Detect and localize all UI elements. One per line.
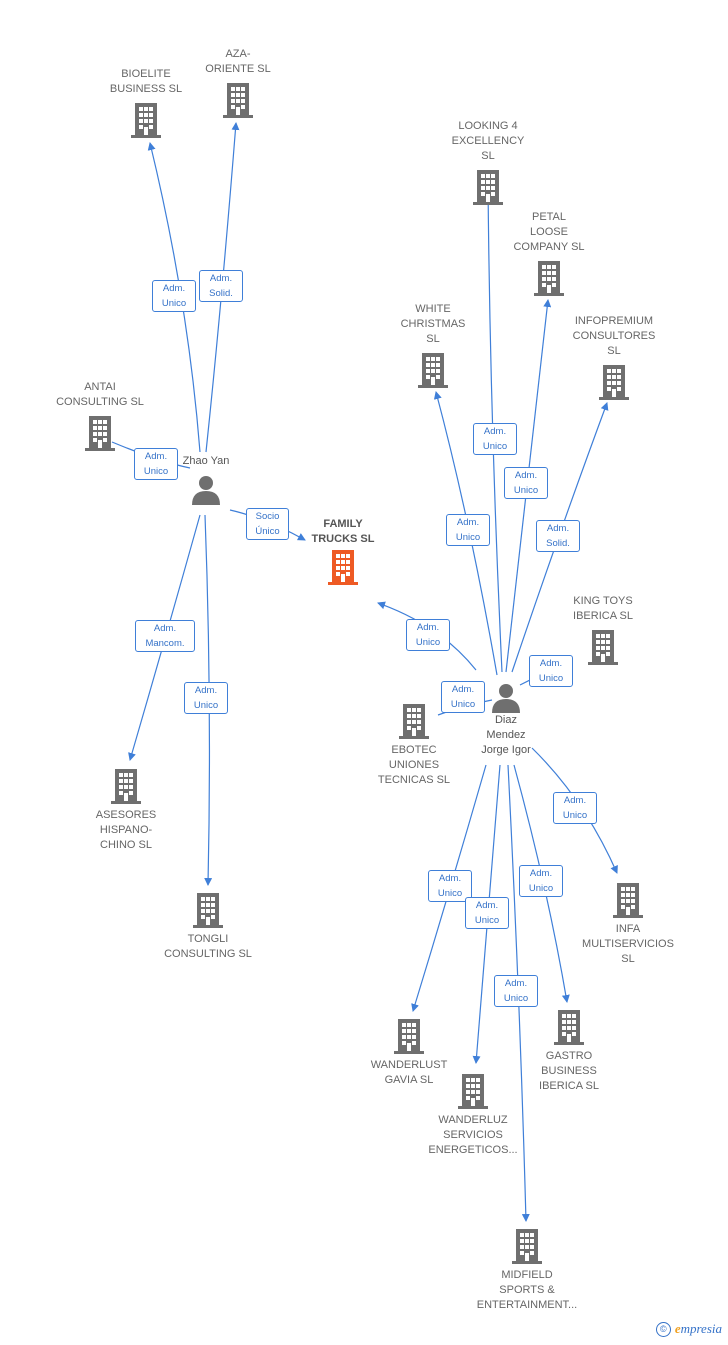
relation-badge-family-zhao[interactable]: Socio Único [246,508,289,540]
building-icon [85,416,115,451]
company-label: WHITE CHRISTMAS SL [400,303,466,345]
person-zhao-label: Zhao Yan [182,455,230,467]
company-label: INFA MULTISERVICIOS SL [582,923,674,965]
relation-badge-petal[interactable]: Adm. Unico [504,467,548,499]
building-icon [599,365,629,400]
relation-badge-white[interactable]: Adm. Unico [446,514,490,546]
building-icon [418,353,448,388]
company-infa[interactable]: INFA MULTISERVICIOS SL [568,883,688,967]
building-icon [131,103,161,138]
footer-brand: © empresia [655,1321,722,1337]
relation-badge-tongli[interactable]: Adm. Unico [184,682,228,714]
company-label: EBOTEC UNIONES TECNICAS SL [377,744,451,786]
relation-badge-aza[interactable]: Adm. Solid. [199,270,243,302]
person-icon [192,476,220,505]
building-icon [588,630,618,665]
relation-badge-antai[interactable]: Adm. Unico [134,448,178,480]
building-icon [111,769,141,804]
company-label: AZA- ORIENTE SL [205,48,271,75]
relation-badge-wanderluz[interactable]: Adm. Unico [465,897,509,929]
company-label: GASTRO BUSINESS IBERICA SL [539,1050,599,1092]
main-company-node[interactable]: FAMILY TRUCKS SL [293,517,393,585]
relation-badge-wanderlust[interactable]: Adm. Unico [428,870,472,902]
relation-badge-asesores[interactable]: Adm. Mancom. [135,620,195,652]
company-label: WANDERLUZ SERVICIOS ENERGETICOS... [428,1114,518,1156]
company-gastro[interactable]: GASTRO BUSINESS IBERICA SL [509,1010,629,1094]
relation-badge-looking[interactable]: Adm. Unico [473,423,517,455]
relation-badge-gastro[interactable]: Adm. Unico [519,865,563,897]
building-icon [394,1019,424,1054]
company-white-christmas[interactable]: WHITE CHRISTMAS SL [383,302,483,388]
company-petal[interactable]: PETAL LOOSE COMPANY SL [499,210,599,296]
building-icon [512,1229,542,1264]
company-label: TONGLI CONSULTING SL [164,933,252,960]
person-diaz-mendez[interactable]: Diaz Mendez Jorge Igor [466,683,546,758]
company-wanderlust[interactable]: WANDERLUST GAVIA SL [349,1019,469,1088]
relation-badge-ebotec[interactable]: Adm. Unico [441,681,485,713]
relation-badge-midfield[interactable]: Adm. Unico [494,975,538,1007]
building-icon [458,1074,488,1109]
company-aza-oriente[interactable]: AZA- ORIENTE SL [188,47,288,118]
company-label: LOOKING 4 EXCELLENCY SL [451,120,525,162]
company-label: PETAL LOOSE COMPANY SL [513,211,585,253]
company-label: MIDFIELD SPORTS & ENTERTAINMENT... [476,1269,578,1311]
person-zhao-yan[interactable]: Zhao Yan [166,454,246,505]
relation-badge-family-diaz[interactable]: Adm. Unico [406,619,450,651]
company-bioelite[interactable]: BIOELITE BUSINESS SL [96,67,196,138]
relation-badge-bioelite[interactable]: Adm. Unico [152,280,196,312]
relation-badge-kingtoys[interactable]: Adm. Unico [529,655,573,687]
company-label: ANTAI CONSULTING SL [56,381,144,408]
relation-badge-infa[interactable]: Adm. Unico [553,792,597,824]
company-king-toys[interactable]: KING TOYS IBERICA SL [553,594,653,665]
building-icon [399,704,429,739]
company-looking4[interactable]: LOOKING 4 EXCELLENCY SL [438,119,538,205]
building-icon [534,261,564,296]
company-infopremium[interactable]: INFOPREMIUM CONSULTORES SL [556,314,672,400]
company-label: KING TOYS IBERICA SL [573,595,633,622]
company-label: BIOELITE BUSINESS SL [109,68,183,95]
copyright-icon: © [655,1321,671,1337]
building-icon [554,1010,584,1045]
company-antai[interactable]: ANTAI CONSULTING SL [40,380,160,451]
company-ebotec[interactable]: EBOTEC UNIONES TECNICAS SL [354,704,474,788]
brand-logo: empresia [674,1321,722,1336]
company-tongli[interactable]: TONGLI CONSULTING SL [148,893,268,962]
building-icon [473,170,503,205]
building-icon [223,83,253,118]
company-asesores[interactable]: ASESORES HISPANO- CHINO SL [76,769,176,853]
person-icon [492,684,520,713]
company-label: ASESORES HISPANO- CHINO SL [95,809,157,851]
relation-badge-infopremium[interactable]: Adm. Solid. [536,520,580,552]
person-diaz-label: Diaz Mendez Jorge Igor [481,714,531,756]
company-midfield[interactable]: MIDFIELD SPORTS & ENTERTAINMENT... [462,1229,592,1313]
company-label: WANDERLUST GAVIA SL [370,1059,448,1086]
main-company-label: FAMILY TRUCKS SL [311,518,375,545]
company-wanderluz[interactable]: WANDERLUZ SERVICIOS ENERGETICOS... [413,1074,533,1158]
building-icon [193,893,223,928]
building-icon [613,883,643,918]
building-icon [328,550,358,585]
company-label: INFOPREMIUM CONSULTORES SL [572,315,656,357]
